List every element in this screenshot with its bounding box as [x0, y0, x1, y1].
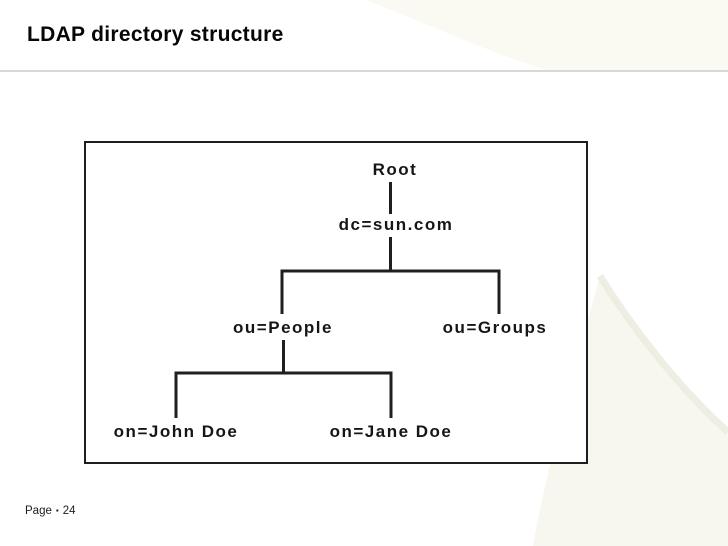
- edge-branch-people-groups: [280, 269, 501, 314]
- edge-branch-john-jane: [174, 371, 393, 418]
- page-footer-label: Page: [25, 505, 52, 517]
- tree-connector-lines: [174, 182, 501, 418]
- page-footer-bullet: ▪: [55, 506, 59, 515]
- top-right-swoosh: [365, 0, 728, 70]
- tree-node-ou-people: ou=People: [233, 318, 333, 337]
- ldap-tree-diagram-box: Root dc=sun.com ou=People ou=Groups on=J…: [84, 141, 588, 464]
- tree-node-dc-sun-com: dc=sun.com: [338, 215, 454, 234]
- tree-node-ou-groups: ou=Groups: [442, 318, 548, 337]
- tree-node-on-john-doe: on=John Doe: [113, 422, 239, 441]
- tree-node-on-jane-doe: on=Jane Doe: [329, 422, 453, 441]
- title-divider: [0, 70, 728, 72]
- page-footer: Page▪24: [25, 505, 76, 517]
- bottom-right-swoosh-streak: [597, 274, 728, 435]
- tree-node-root: Root: [372, 160, 418, 179]
- page-footer-number: 24: [62, 505, 76, 517]
- page-title: LDAP directory structure: [27, 23, 284, 46]
